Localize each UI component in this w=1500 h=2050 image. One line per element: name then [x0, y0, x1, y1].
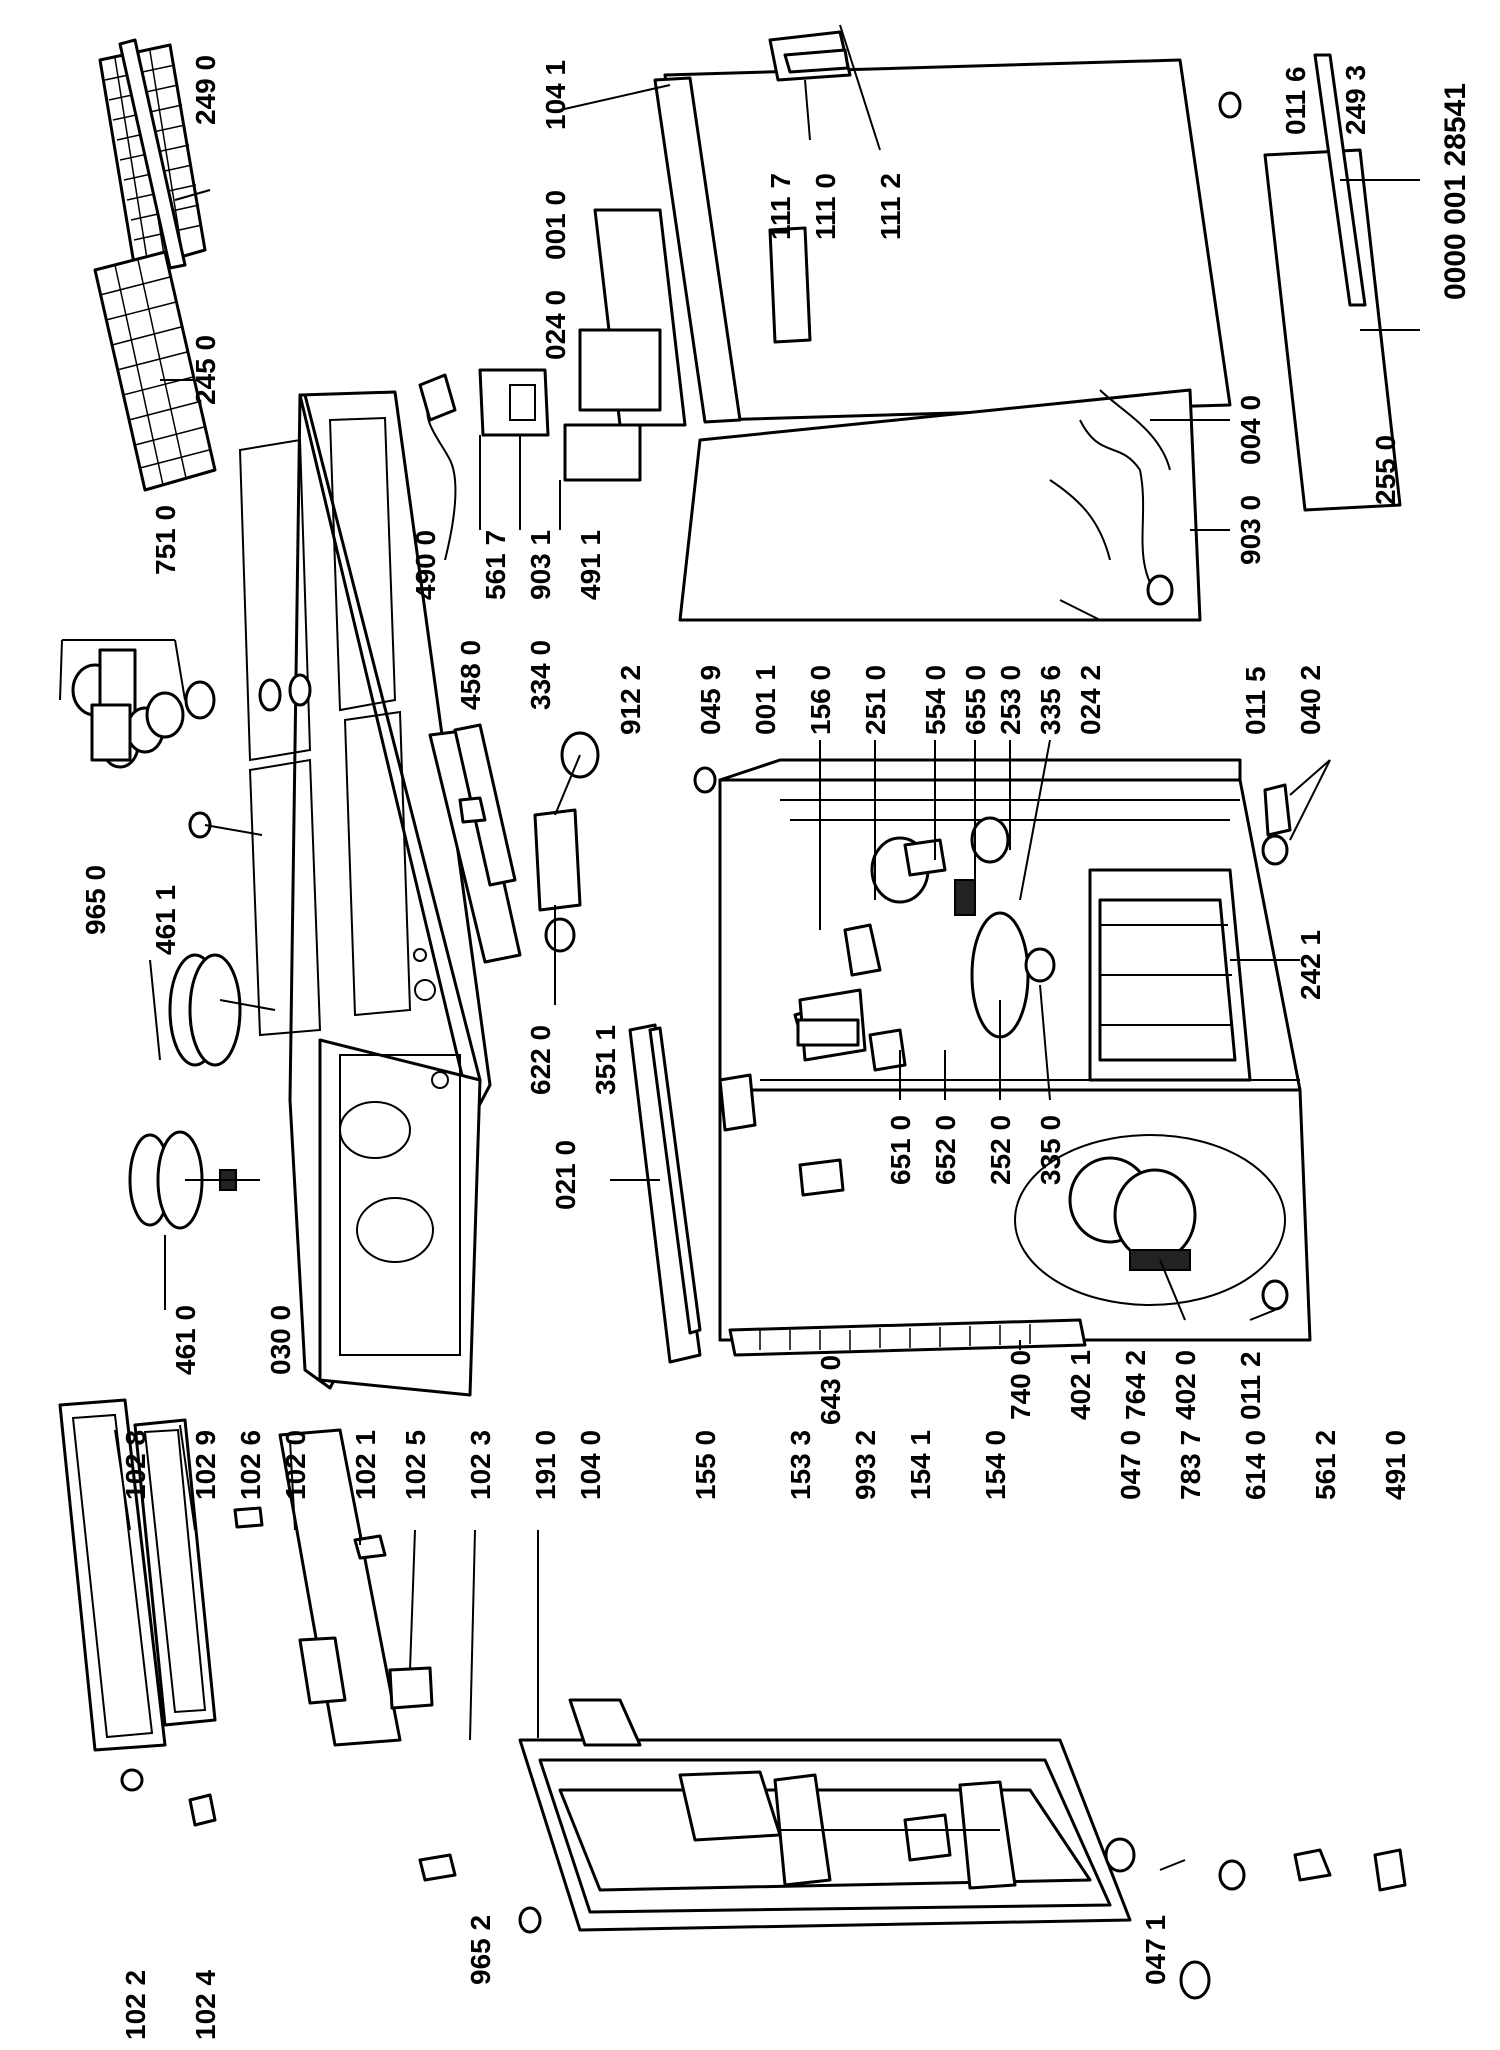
control-knob-assembly [59, 639, 312, 839]
label-0240: 024 0 [540, 290, 571, 360]
label-3511: 351 1 [590, 1025, 621, 1095]
label-6220: 622 0 [525, 1025, 556, 1095]
label-4911: 491 1 [575, 530, 606, 600]
label-1533: 153 3 [785, 1430, 816, 1500]
label-0115: 011 5 [1240, 666, 1271, 735]
label-1110: 111 0 [810, 173, 841, 240]
label-2550: 255 0 [1370, 435, 1401, 505]
label-7837: 783 7 [1175, 1430, 1206, 1500]
label-2510: 251 0 [860, 665, 891, 735]
label-2493: 249 3 [1340, 65, 1371, 135]
thermostat-unit [533, 731, 600, 1005]
label-0112: 011 2 [1235, 1351, 1266, 1420]
label-9652: 965 2 [465, 1915, 496, 1985]
label-1112: 111 2 [875, 173, 906, 240]
label-1028: 102 8 [120, 1430, 151, 1500]
label-0242: 024 2 [1075, 665, 1106, 735]
knob-group [128, 953, 276, 1310]
label-0116: 011 6 [1280, 66, 1311, 135]
label-7642: 764 2 [1120, 1350, 1151, 1420]
label-9030: 903 0 [1235, 495, 1266, 565]
spare-parts-bottom [1104, 1837, 1407, 2000]
label-5612: 561 2 [1310, 1430, 1341, 1500]
label-4611: 461 1 [150, 885, 181, 955]
label-0459: 045 9 [695, 665, 726, 735]
part-labels: 102 2 102 4 965 2 102 8 102 9 102 6 102 … [80, 55, 1472, 2040]
label-1021: 102 1 [350, 1430, 381, 1500]
label-2450: 245 0 [190, 335, 221, 405]
label-3356: 335 6 [1035, 665, 1066, 735]
label-1560: 156 0 [805, 665, 836, 735]
label-6520: 652 0 [930, 1115, 961, 1185]
label-5540: 554 0 [920, 665, 951, 735]
cabinet-body-group [718, 758, 1312, 1357]
label-1023: 102 3 [465, 1430, 496, 1500]
label-9122: 912 2 [615, 665, 646, 735]
label-0210: 021 0 [550, 1140, 581, 1210]
freezer-door-group [58, 1398, 542, 1934]
glass-shelf-group [1146, 53, 1420, 606]
label-1910: 191 0 [530, 1430, 561, 1500]
label-6550: 655 0 [960, 665, 991, 735]
label-1550: 155 0 [690, 1430, 721, 1500]
label-1040: 104 0 [575, 1430, 606, 1500]
label-0040: 004 0 [1235, 395, 1266, 465]
label-4021: 402 1 [1065, 1350, 1096, 1420]
label-1029: 102 9 [190, 1430, 221, 1500]
label-4610: 461 0 [170, 1305, 201, 1375]
label-0470: 047 0 [1115, 1430, 1146, 1500]
label-4020: 402 0 [1170, 1350, 1201, 1420]
label-1025: 102 5 [400, 1430, 431, 1500]
label-1024: 102 4 [190, 1970, 221, 2040]
label-6140: 614 0 [1240, 1430, 1271, 1500]
label-4580: 458 0 [455, 640, 486, 710]
door-trim-strip [610, 1023, 702, 1364]
label-6430: 643 0 [815, 1355, 846, 1425]
label-1541: 154 1 [905, 1430, 936, 1500]
cabinet-leaders [819, 739, 1300, 1350]
fridge-door-liner [518, 1698, 1132, 1932]
docno: 0000 001 28541 [1439, 83, 1472, 300]
label-3340: 334 0 [525, 640, 556, 710]
label-9031: 903 1 [525, 530, 556, 600]
label-6510: 651 0 [885, 1115, 916, 1185]
label-9932: 993 2 [850, 1430, 881, 1500]
label-1020: 102 0 [280, 1430, 311, 1500]
worktop-group [238, 390, 492, 1397]
label-0402: 040 2 [1295, 665, 1326, 735]
label-1540: 154 0 [980, 1430, 1011, 1500]
thermostat-controls-group [718, 816, 1056, 1197]
label-1117: 111 7 [765, 173, 796, 240]
label-9650: 965 0 [80, 865, 111, 935]
label-0010: 001 0 [540, 190, 571, 260]
door-panel-group [559, 24, 1232, 622]
label-2530: 253 0 [995, 665, 1026, 735]
label-0300: 030 0 [265, 1305, 296, 1375]
label-0011: 001 1 [750, 665, 781, 735]
label-7400: 740 0 [1005, 1350, 1036, 1420]
label-1026: 102 6 [235, 1430, 266, 1500]
power-cord-assembly [418, 368, 642, 561]
label-1022: 102 2 [120, 1970, 151, 2040]
label-2490: 249 0 [190, 55, 221, 125]
hinge-parts-right [693, 759, 1331, 1311]
label-1041: 104 1 [540, 60, 571, 130]
label-2421: 242 1 [1295, 930, 1326, 1000]
label-4910: 491 0 [1380, 1430, 1411, 1500]
label-3350: 335 0 [1035, 1115, 1066, 1185]
drip-tray-group [428, 723, 522, 964]
label-0471: 047 1 [1140, 1915, 1171, 1985]
label-5617: 561 7 [480, 530, 511, 600]
wire-shelf-group [93, 38, 217, 492]
label-7510: 751 0 [150, 505, 181, 575]
label-2520: 252 0 [985, 1115, 1016, 1185]
label-4900: 490 0 [410, 530, 441, 600]
